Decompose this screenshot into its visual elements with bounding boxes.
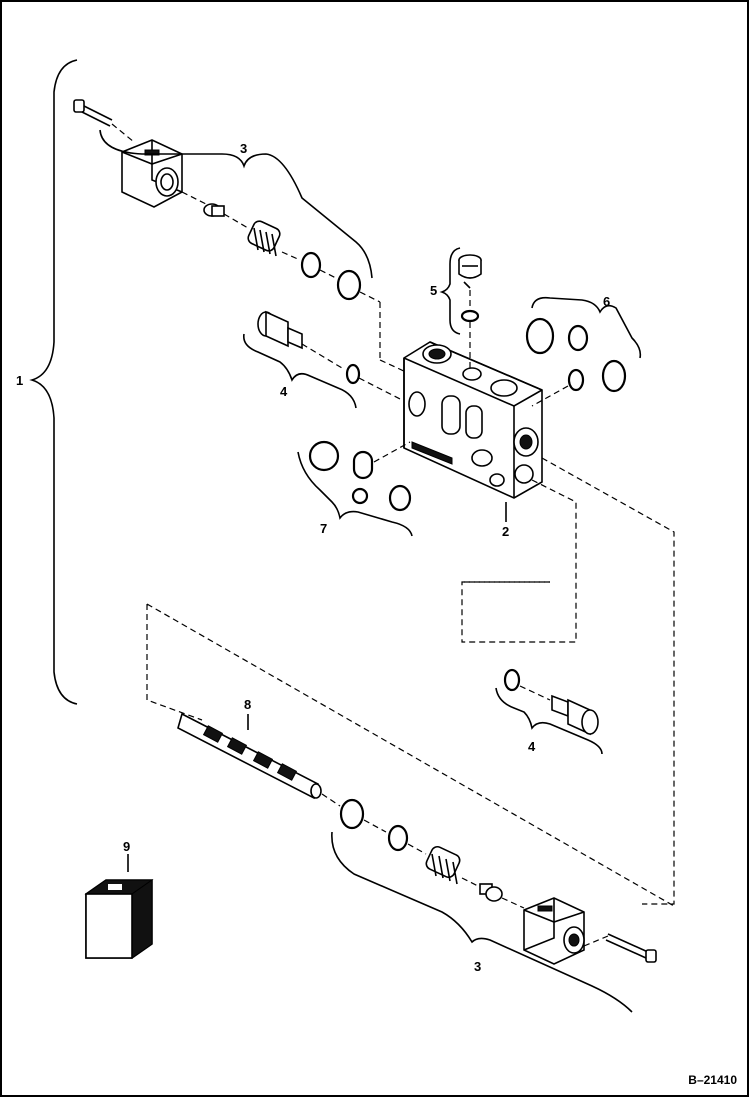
oring-6d [601,359,627,393]
lower-oring [339,798,365,830]
upper-oring [336,269,362,301]
left-check-valve [257,310,303,350]
bracket-item-7 [297,451,413,537]
lower-spring [425,845,461,885]
callout-3-upper: 3 [240,141,248,156]
callout-4-right: 4 [528,739,536,754]
bracket-item-6 [531,296,642,359]
callout-9: 9 [123,839,131,854]
callout-5: 5 [430,283,438,298]
oring-6a [525,317,555,355]
callout-3-lower: 3 [474,959,482,974]
plug-item-5 [458,254,482,289]
right-check-oring [503,668,521,692]
bracket-right-4 [495,687,603,755]
figure-id: B–21410 [688,1073,737,1087]
plug-oring-item-5 [460,309,480,323]
upper-spring [247,220,281,257]
callout-1: 1 [16,373,24,388]
upper-end-cap [121,139,183,208]
dashed-route-right [461,457,675,905]
callout-8: 8 [244,697,252,712]
oring-7d [388,484,412,512]
lower-cap-bolt [605,933,657,963]
oring-7a [308,440,340,472]
spool-item-8 [177,712,322,800]
lower-washer [387,824,409,852]
callout-4-left: 4 [280,384,288,399]
bracket-item-1 [29,59,78,705]
upper-spring-seat [203,203,225,217]
bracket-left-4 [242,333,357,409]
seal-kit-box-item-9 [84,879,154,959]
bracket-lower-3 [331,831,633,1013]
lower-end-cap [523,897,585,965]
oring-6c [567,368,585,392]
callout-7: 7 [320,521,328,536]
oring-7c [351,487,369,505]
upper-cap-bolt [73,99,113,127]
callout-2: 2 [502,524,510,539]
callout-6: 6 [603,294,611,309]
upper-washer [300,251,322,279]
bracket-item-5 [439,247,461,335]
lower-spring-seat [479,883,503,902]
oring-7b [352,450,374,480]
valve-section-body [403,341,543,499]
right-check-valve [551,694,599,736]
bracket-upper-3 [99,129,373,279]
left-check-oring [345,363,361,385]
oring-6b [567,324,589,352]
